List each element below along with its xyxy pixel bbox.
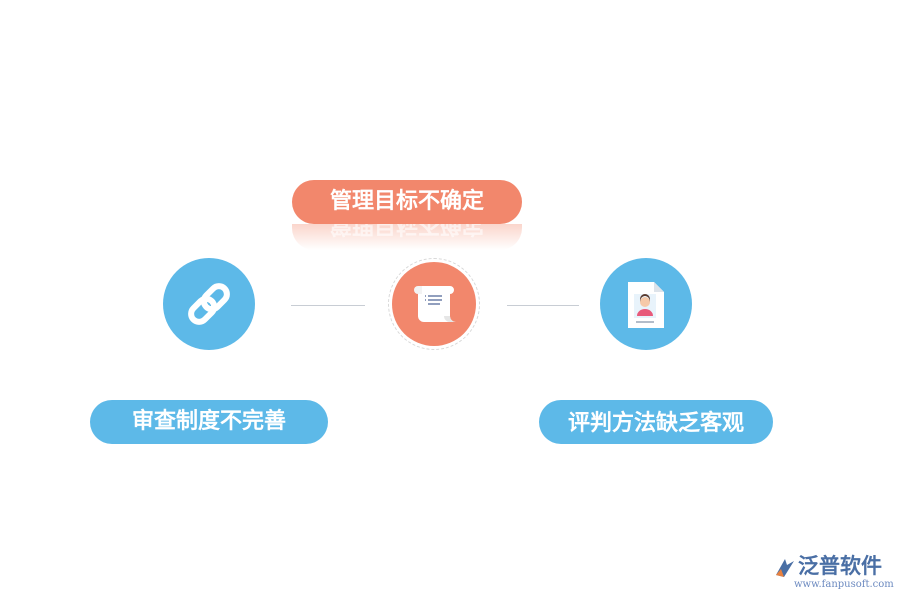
- scroll-document-icon: [414, 286, 456, 322]
- top-pill-reflection: 管理目标不确定: [292, 224, 522, 250]
- top-pill-reflection-label: 管理目标不确定: [329, 224, 484, 237]
- brand-logo: 泛普软件 www.fanpusoft.com: [772, 553, 894, 593]
- left-circle: [163, 258, 255, 350]
- profile-document-icon: [628, 282, 664, 328]
- right-pill-label: 评判方法缺乏客观性: [567, 411, 744, 436]
- connector-line-left: [291, 305, 365, 306]
- right-pill: 评判方法缺乏客观性: [539, 400, 773, 444]
- brand-logo-url: www.fanpusoft.com: [794, 579, 894, 590]
- brand-logo-icon: [776, 559, 794, 577]
- top-pill: 管理目标不确定: [292, 180, 522, 224]
- left-pill: 审查制度不完善: [90, 400, 328, 444]
- brand-logo-name: 泛普软件: [798, 554, 882, 578]
- top-pill-label: 管理目标不确定: [329, 189, 484, 214]
- center-circle: [392, 262, 476, 346]
- left-pill-label: 审查制度不完善: [131, 409, 286, 434]
- link-chain-icon: [188, 283, 230, 325]
- right-circle: [600, 258, 692, 350]
- connector-line-right: [507, 305, 579, 306]
